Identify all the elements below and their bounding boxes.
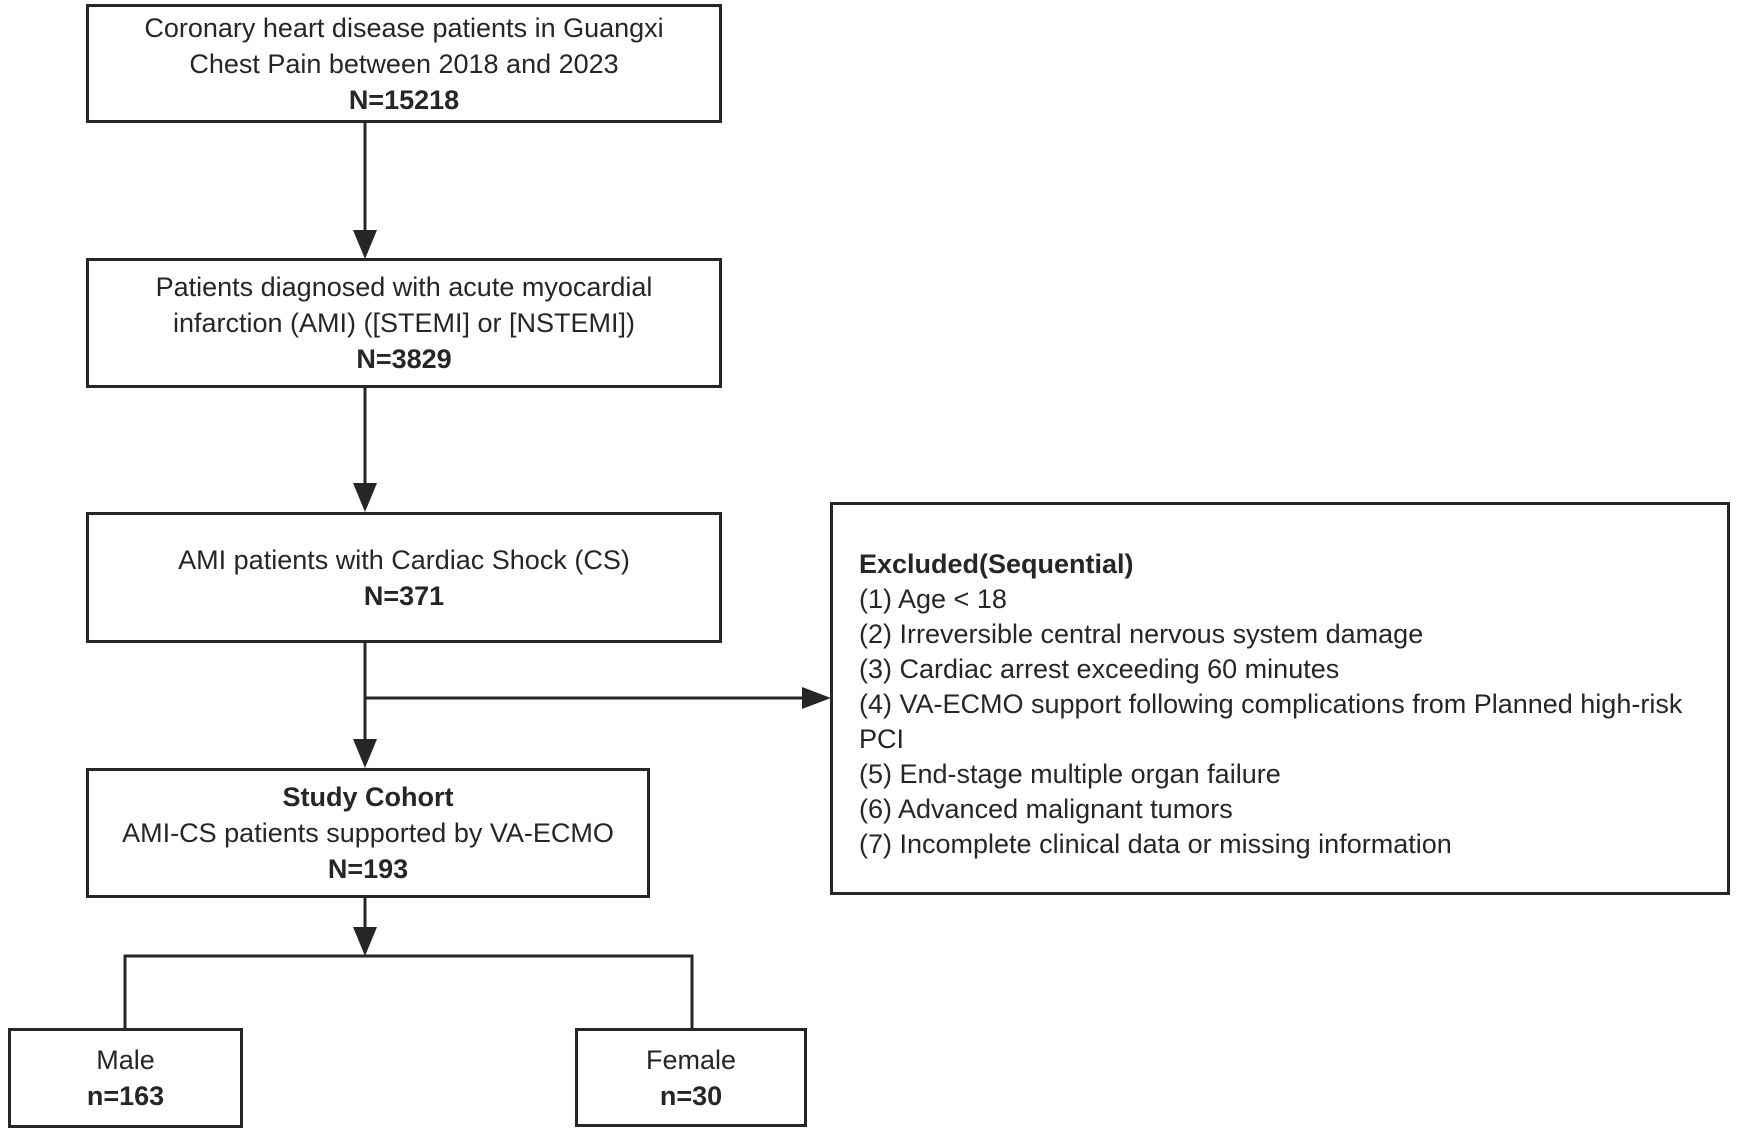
excluded-title: Excluded(Sequential) bbox=[859, 549, 1134, 579]
box-text-line: Male bbox=[96, 1045, 155, 1075]
flow-box-male: Male n=163 bbox=[8, 1028, 243, 1128]
arrow-down-head-1 bbox=[353, 230, 377, 259]
excluded-item: (6) Advanced malignant tumors bbox=[859, 794, 1233, 824]
box-text-line: AMI patients with Cardiac Shock (CS) bbox=[178, 544, 630, 575]
arrow-right-head-excluded bbox=[802, 687, 831, 709]
excluded-item: (5) End-stage multiple organ failure bbox=[859, 759, 1281, 789]
box-count: N=193 bbox=[327, 854, 409, 884]
flow-box-excluded: Excluded(Sequential) (1) Age < 18 (2) Ir… bbox=[830, 502, 1730, 895]
box-count: n=163 bbox=[86, 1081, 165, 1111]
excluded-item: (4) VA-ECMO support following complicati… bbox=[859, 689, 1683, 754]
arrow-down-head-2 bbox=[353, 483, 377, 512]
arrow-down-head-4 bbox=[353, 927, 377, 956]
excluded-item: (2) Irreversible central nervous system … bbox=[859, 619, 1424, 649]
box-count: N=3829 bbox=[356, 344, 452, 374]
split-bracket-line bbox=[123, 954, 694, 1028]
box-text-line: Patients diagnosed with acute myocardial bbox=[155, 272, 653, 302]
box-count: N=15218 bbox=[348, 84, 460, 115]
box-text-line: Chest Pain between 2018 and 2023 bbox=[189, 48, 619, 79]
flow-box-ami-cardiac-shock: AMI patients with Cardiac Shock (CS) N=3… bbox=[86, 512, 722, 643]
box-count: n=30 bbox=[659, 1080, 723, 1111]
box-text-line: Coronary heart disease patients in Guang… bbox=[144, 12, 664, 43]
flow-box-ami-diagnosed: Patients diagnosed with acute myocardial… bbox=[86, 258, 722, 388]
arrow-down-head-3 bbox=[353, 739, 377, 768]
flow-box-study-cohort: Study Cohort AMI-CS patients supported b… bbox=[86, 768, 650, 898]
flow-box-female: Female n=30 bbox=[575, 1028, 807, 1127]
excluded-item: (1) Age < 18 bbox=[859, 584, 1007, 614]
box-text-line: infarction (AMI) ([STEMI] or [NSTEMI]) bbox=[172, 308, 636, 338]
excluded-item: (7) Incomplete clinical data or missing … bbox=[859, 829, 1452, 859]
flow-box-source-population: Coronary heart disease patients in Guang… bbox=[86, 4, 722, 123]
box-count: N=371 bbox=[363, 580, 445, 611]
box-text-line: AMI-CS patients supported by VA-ECMO bbox=[122, 818, 614, 848]
box-text-line: Female bbox=[645, 1044, 737, 1075]
box-title: Study Cohort bbox=[282, 782, 454, 812]
excluded-item: (3) Cardiac arrest exceeding 60 minutes bbox=[859, 654, 1340, 684]
